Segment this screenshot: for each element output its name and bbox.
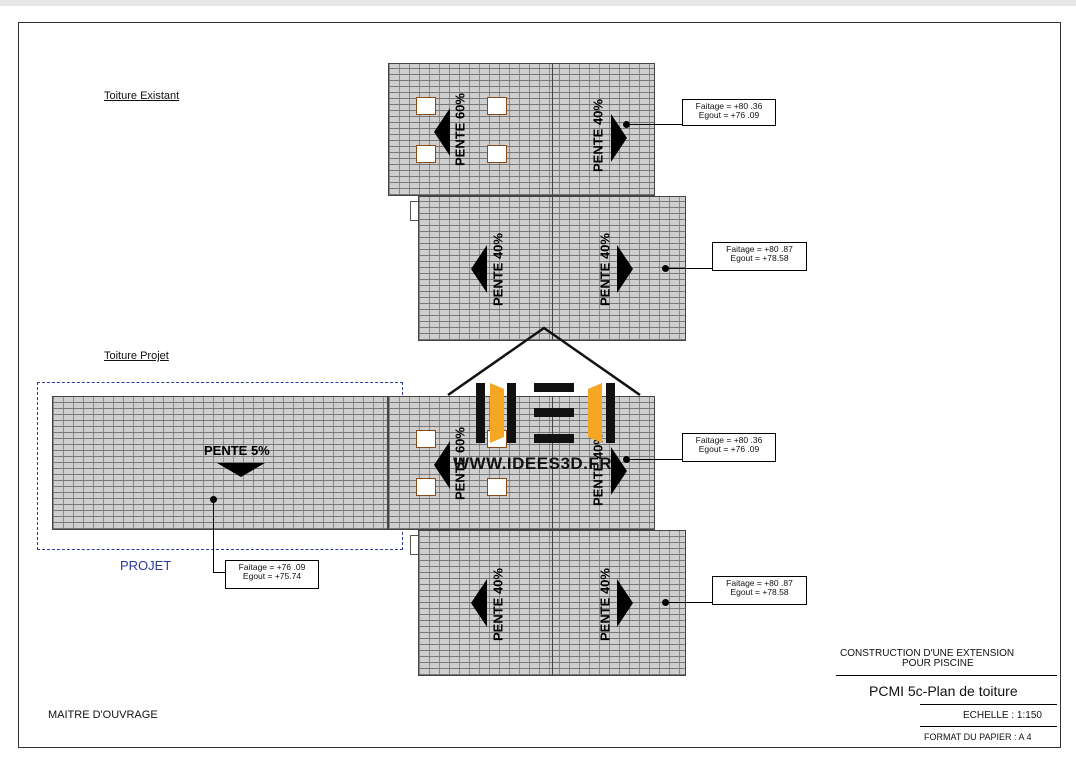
title-block-line2: POUR PISCINE: [902, 658, 974, 669]
pente-label: PENTE 40%: [597, 568, 613, 641]
drawing-title: PCMI 5c-Plan de toiture: [869, 683, 1018, 699]
skylight-icon: [487, 97, 507, 115]
pente-label: PENTE 60%: [452, 93, 468, 166]
watermark-url: WWW.IDEES3D.FR: [453, 454, 613, 473]
roof-existant-upper: [388, 63, 655, 196]
leader-line: [666, 268, 712, 269]
logo-bar: [534, 408, 574, 417]
logo-bar: [507, 383, 516, 443]
pente-label: PENTE 40%: [490, 568, 506, 641]
skylight-icon: [416, 145, 436, 163]
pente-label: PENTE 40%: [597, 233, 613, 306]
level-faitage: Faitage = +76 .09: [238, 562, 306, 572]
slope-arrow-right-icon: [611, 447, 627, 495]
title-block-divider: [920, 726, 1057, 727]
format-label: FORMAT DU PAPIER : A 4: [924, 732, 1032, 742]
drawing-frame: [18, 22, 1061, 748]
maitre-ouvrage-label: MAITRE D'OUVRAGE: [48, 709, 158, 721]
level-marker-dot: [662, 599, 669, 606]
ridge-line: [552, 63, 553, 196]
slope-arrow-left-icon: [434, 108, 450, 156]
pente-label: PENTE 40%: [490, 233, 506, 306]
logo-bar: [534, 434, 574, 443]
level-faitage: Faitage = +80 .36: [695, 101, 763, 111]
level-egout: Egout = +76 .09: [698, 444, 760, 454]
level-faitage: Faitage = +80 .36: [695, 435, 763, 445]
level-egout: Egout = +75.74: [242, 571, 302, 581]
slope-arrow-left-icon: [471, 579, 487, 627]
level-marker-dot: [662, 265, 669, 272]
skylight-icon: [487, 145, 507, 163]
level-box: Faitage = +80 .36 Egout = +76 .09: [682, 99, 776, 126]
logo-roof-outline: [447, 326, 641, 397]
watermark-logo-icon: [447, 326, 641, 443]
projet-label: PROJET: [120, 558, 172, 573]
logo-bar: [534, 383, 574, 392]
title-block-line1: CONSTRUCTION D'UNE EXTENSION: [840, 648, 1015, 659]
ridge-line: [552, 396, 553, 530]
title-block-divider: [836, 675, 1057, 676]
slope-arrow-right-icon: [617, 579, 633, 627]
leader-line: [213, 500, 214, 572]
slope-arrow-right-icon: [617, 245, 633, 293]
skylight-icon: [416, 97, 436, 115]
pente-label: PENTE 5%: [204, 443, 270, 458]
ridge-line: [552, 530, 553, 676]
slope-arrow-down-icon: [217, 463, 265, 477]
level-marker-dot: [623, 121, 630, 128]
label-toiture-existant: Toiture Existant: [104, 90, 180, 102]
level-faitage: Faitage = +80 .87: [726, 244, 793, 254]
slope-arrow-left-icon: [471, 245, 487, 293]
level-box: Faitage = +80 .36 Egout = +76 .09: [682, 433, 776, 462]
leader-line: [666, 602, 712, 603]
skylight-icon: [487, 478, 507, 496]
ridge-line: [552, 196, 553, 341]
slope-arrow-left-icon: [434, 441, 450, 489]
level-box: Faitage = +80 .87 Egout = +78.58: [712, 576, 807, 605]
label-toiture-projet: Toiture Projet: [104, 350, 169, 362]
level-egout: Egout = +76 .09: [698, 110, 760, 120]
logo-accent-left: [490, 383, 504, 443]
logo-bar: [476, 383, 485, 443]
skylight-icon: [416, 430, 436, 448]
top-bar: [0, 0, 1076, 6]
leader-line: [213, 572, 225, 573]
leader-line: [627, 124, 682, 125]
level-box: Faitage = +76 .09 Egout = +75.74: [225, 560, 319, 589]
pente-label: PENTE 40%: [590, 99, 606, 172]
skylight-icon: [416, 478, 436, 496]
title-block-divider: [920, 704, 1057, 705]
level-egout: Egout = +78.58: [730, 253, 789, 263]
level-marker-dot: [623, 456, 630, 463]
level-egout: Egout = +78.58: [730, 587, 789, 597]
echelle-label: ECHELLE : 1:150: [963, 710, 1042, 721]
logo-bar: [606, 383, 615, 443]
level-box: Faitage = +80 .87 Egout = +78.58: [712, 242, 807, 271]
logo-accent-right: [588, 383, 602, 443]
leader-line: [627, 459, 682, 460]
level-marker-dot: [210, 496, 217, 503]
level-faitage: Faitage = +80 .87: [726, 578, 793, 588]
